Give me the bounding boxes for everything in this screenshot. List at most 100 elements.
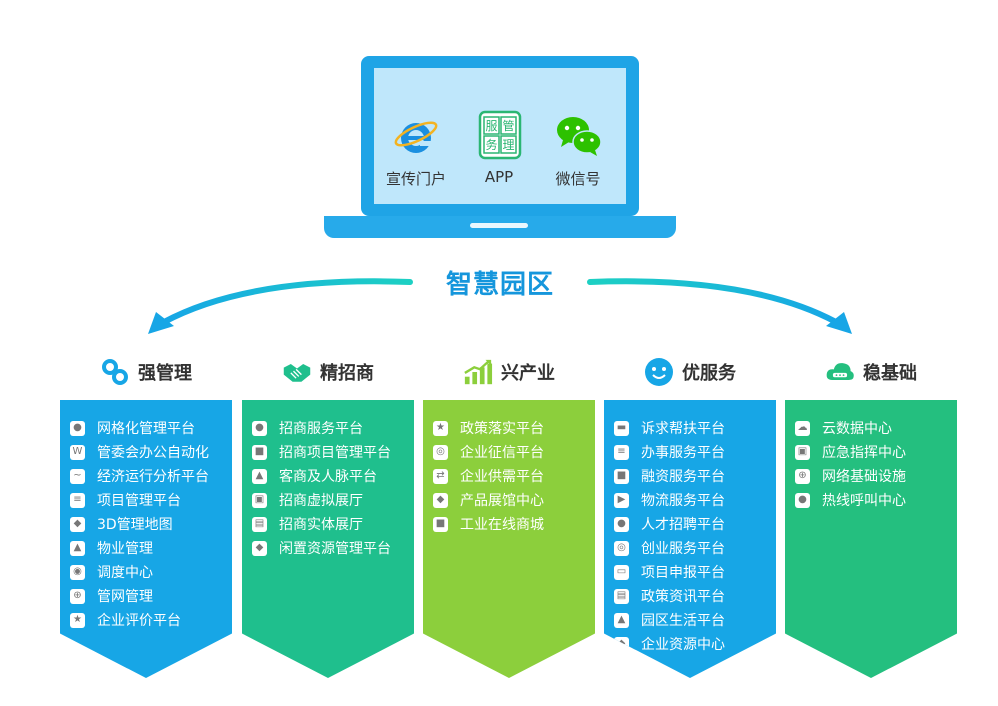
list-item[interactable]: ★企业评价平台 xyxy=(70,608,232,632)
list-item[interactable]: ▣招商虚拟展厅 xyxy=(252,488,414,512)
list-item[interactable]: ●人才招聘平台 xyxy=(614,512,776,536)
list-item[interactable]: ≡办事服务平台 xyxy=(614,440,776,464)
list-item[interactable]: ■融资服务平台 xyxy=(614,464,776,488)
virtual-hall-icon: ▣ xyxy=(252,492,267,508)
list-item[interactable]: ●热线呼叫中心 xyxy=(795,488,957,512)
list-item[interactable]: ⇄企业供需平台 xyxy=(433,464,595,488)
ie-icon[interactable] xyxy=(392,112,440,160)
list-item[interactable]: ●招商服务平台 xyxy=(252,416,414,440)
tree-icon: ▲ xyxy=(614,612,629,628)
list-item[interactable]: ◎企业征信平台 xyxy=(433,440,595,464)
exchange-icon: ⇄ xyxy=(433,468,448,484)
list-item[interactable]: ◎创业服务平台 xyxy=(614,536,776,560)
command-icon: ▣ xyxy=(795,444,810,460)
service-icon: ● xyxy=(252,420,267,436)
list-item[interactable]: ▲客商及人脉平台 xyxy=(252,464,414,488)
panel-investment: ●招商服务平台 ■招商项目管理平台 ▲客商及人脉平台 ▣招商虚拟展厅 ▤招商实体… xyxy=(242,400,414,678)
flow-arrows xyxy=(148,278,852,334)
list-item[interactable]: ■工业在线商城 xyxy=(433,512,595,536)
growth-chart-icon xyxy=(463,357,493,387)
list-item[interactable]: ◆企业资源中心 xyxy=(614,632,776,656)
list-item[interactable]: ◆闲置资源管理平台 xyxy=(252,536,414,560)
credit-icon: ◎ xyxy=(433,444,448,460)
app-service-icon[interactable]: 服 管 务 理 xyxy=(476,110,524,160)
shop-bag-icon: ■ xyxy=(433,516,448,532)
list-item[interactable]: ◆产品展馆中心 xyxy=(433,488,595,512)
category-label: 稳基础 xyxy=(863,363,917,384)
list-item[interactable]: ★政策落实平台 xyxy=(433,416,595,440)
list-item[interactable]: ■招商项目管理平台 xyxy=(252,440,414,464)
category-label: 兴产业 xyxy=(501,363,555,384)
layers-icon: ◆ xyxy=(614,636,629,652)
store-icon: ▤ xyxy=(252,516,267,532)
list-item[interactable]: ▶物流服务平台 xyxy=(614,488,776,512)
office-icon: W xyxy=(70,444,85,460)
app-glyph-2: 管 xyxy=(502,118,514,133)
category-label: 优服务 xyxy=(682,363,736,384)
smile-icon xyxy=(644,357,674,387)
chat-icon: ▬ xyxy=(614,420,629,436)
list-item[interactable]: ▤招商实体展厅 xyxy=(252,512,414,536)
news-icon: ▤ xyxy=(614,588,629,604)
app-glyph-4: 理 xyxy=(502,138,514,152)
list-item[interactable]: ◆3D管理地图 xyxy=(70,512,232,536)
main-title: 智慧园区 xyxy=(445,270,554,300)
list-item[interactable]: ~经济运行分析平台 xyxy=(70,464,232,488)
person-icon: ● xyxy=(614,516,629,532)
home-icon: ▲ xyxy=(70,540,85,556)
gear-link-icon xyxy=(100,357,130,387)
panel-industry: ★政策落实平台 ◎企业征信平台 ⇄企业供需平台 ◆产品展馆中心 ■工业在线商城 xyxy=(423,400,595,678)
app-label-portal: 宣传门户 xyxy=(385,170,446,188)
startup-icon: ◎ xyxy=(614,540,629,556)
star-badge-icon: ★ xyxy=(433,420,448,436)
category-header-investment: 精招商 xyxy=(242,352,414,392)
list-item[interactable]: ▲园区生活平台 xyxy=(614,608,776,632)
list-item[interactable]: ▣应急指挥中心 xyxy=(795,440,957,464)
truck-icon: ▶ xyxy=(614,492,629,508)
list-item[interactable]: ⊕管网管理 xyxy=(70,584,232,608)
list-item[interactable]: ☁云数据中心 xyxy=(795,416,957,440)
list-item[interactable]: ▲物业管理 xyxy=(70,536,232,560)
category-header-foundation: 稳基础 xyxy=(785,352,957,392)
list-item[interactable]: ▭项目申报平台 xyxy=(614,560,776,584)
panel-foundation: ☁云数据中心 ▣应急指挥中心 ⊕网络基础设施 ●热线呼叫中心 xyxy=(785,400,957,678)
monitor-chart-icon: ~ xyxy=(70,468,85,484)
globe-icon: ⊕ xyxy=(795,468,810,484)
app-glyph-1: 服 xyxy=(485,119,497,133)
list-item[interactable]: ●网格化管理平台 xyxy=(70,416,232,440)
handshake-icon xyxy=(282,357,312,387)
network-icon: ▲ xyxy=(252,468,267,484)
panel-service: ▬诉求帮扶平台 ≡办事服务平台 ■融资服务平台 ▶物流服务平台 ●人才招聘平台 … xyxy=(604,400,776,678)
globe-icon: ⊕ xyxy=(70,588,85,604)
category-header-industry: 兴产业 xyxy=(423,352,595,392)
document-icon: ≡ xyxy=(614,444,629,460)
list-item[interactable]: ⊕网络基础设施 xyxy=(795,464,957,488)
list-icon: ≡ xyxy=(70,492,85,508)
laptop-notch xyxy=(470,223,528,228)
app-label-wechat: 微信号 xyxy=(555,170,601,188)
category-label: 精招商 xyxy=(320,363,374,384)
category-label: 强管理 xyxy=(138,363,192,384)
list-item[interactable]: ◉调度中心 xyxy=(70,560,232,584)
cloud-icon: ☁ xyxy=(795,420,810,436)
project-icon: ■ xyxy=(252,444,267,460)
category-header-service: 优服务 xyxy=(604,352,776,392)
app-glyph-3: 务 xyxy=(485,137,497,152)
map-icon: ◆ xyxy=(70,516,85,532)
cloud-server-icon xyxy=(825,357,855,387)
app-label-app: APP xyxy=(484,168,514,186)
layers-icon: ◆ xyxy=(252,540,267,556)
briefcase-icon: ■ xyxy=(614,468,629,484)
wechat-icon[interactable] xyxy=(554,112,602,160)
list-item[interactable]: ≡项目管理平台 xyxy=(70,488,232,512)
list-item[interactable]: ▤政策资讯平台 xyxy=(614,584,776,608)
dropbox-icon: ◆ xyxy=(433,492,448,508)
dispatch-icon: ◉ xyxy=(70,564,85,580)
category-header-management: 强管理 xyxy=(60,352,232,392)
grid-icon: ● xyxy=(70,420,85,436)
evaluation-icon: ★ xyxy=(70,612,85,628)
list-item[interactable]: ▬诉求帮扶平台 xyxy=(614,416,776,440)
folder-icon: ▭ xyxy=(614,564,629,580)
